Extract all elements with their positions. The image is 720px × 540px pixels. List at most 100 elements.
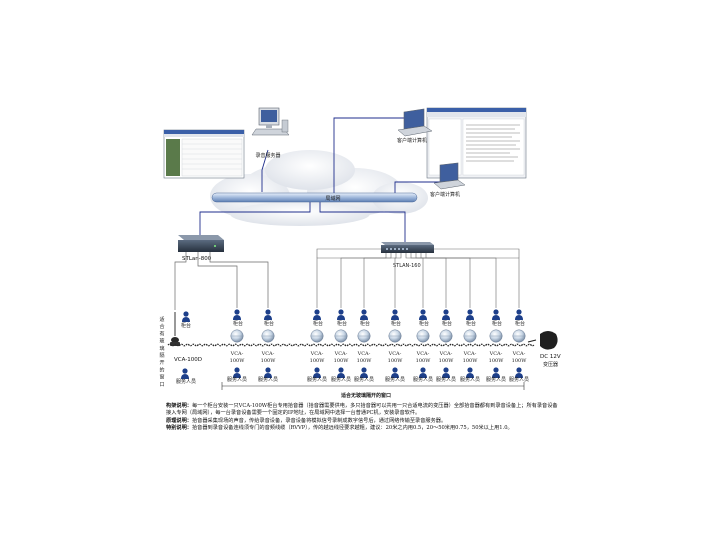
vca100w-label: VCA-: [357, 351, 371, 357]
cabinet-label: 柜台: [391, 320, 401, 327]
recorder-box-icon: [178, 235, 224, 252]
cabinet-label: 柜台: [515, 320, 525, 327]
principle-title: 原理说明：: [166, 417, 192, 424]
staff-label: 服务人员: [486, 376, 506, 383]
staff-label: 服务人员: [354, 376, 374, 383]
dome-pickup-icon: [416, 329, 430, 343]
vca100w-label: VCA-: [439, 351, 453, 357]
person-icon: [492, 367, 500, 378]
person-icon: [337, 309, 345, 320]
window-label-char: 适: [159, 316, 164, 323]
staff-label: 服务人员: [385, 376, 405, 383]
person-icon: [419, 309, 427, 320]
vca100w-label: VCA-: [261, 351, 275, 357]
dome-pickup-icon: [334, 329, 348, 343]
vca100w-label: VCA-: [512, 351, 526, 357]
server-screenshot: [163, 129, 245, 179]
cabinet-label: 柜台: [264, 320, 274, 327]
person-icon: [182, 311, 190, 322]
vca100w-model: 100W: [230, 358, 246, 364]
vca100w-model: 100W: [357, 358, 373, 364]
microphone-icon: [170, 312, 180, 346]
window-label-char: 的: [159, 366, 164, 373]
cabinet-label: 柜台: [233, 320, 243, 327]
person-icon: [264, 367, 272, 378]
server-label: 录音服务器: [255, 152, 280, 159]
person-icon: [515, 309, 523, 320]
vca100w-label: VCA-: [463, 351, 477, 357]
window-label-char: 窗: [159, 374, 164, 381]
staff-label: 服务人员: [307, 376, 327, 383]
staff-label: 服务人员: [413, 376, 433, 383]
dome-pickup-icon: [489, 329, 503, 343]
window-label-char: 隔: [159, 352, 164, 359]
cloud-icon: [210, 150, 428, 226]
person-icon: [391, 367, 399, 378]
dome-pickup-icon: [357, 329, 371, 343]
staff-label: 服务人员: [258, 376, 278, 383]
person-icon: [337, 367, 345, 378]
dome-pickup-icon: [261, 329, 275, 343]
laptop-icon: [397, 108, 433, 137]
dome-pickup-icon: [310, 329, 324, 343]
client1-label: 客户端计算机: [397, 137, 427, 144]
client2-label: 客户端计算机: [430, 191, 460, 198]
staff-label: 服务人员: [331, 376, 351, 383]
vca100w-model: 100W: [388, 358, 404, 364]
cabinet-label: 柜台: [492, 320, 502, 327]
window-label-char: 合: [159, 323, 164, 330]
person-icon: [313, 309, 321, 320]
staff-label: 服务人员: [227, 376, 247, 383]
person-icon: [233, 367, 241, 378]
architecture-text: 每一个柜台安装一只VCA-100W柜台专用拾音器（拾音器需要供电，多只拾音器可以…: [166, 403, 558, 417]
vca100w-model: 100W: [416, 358, 432, 364]
special-text: 拾音器到录音设备连线须专门的音频线缆（RVVP），传的越远线径要求越粗，建议：2…: [191, 425, 513, 432]
special-paragraph: 特别说明：拾音器到录音设备连线须专门的音频线缆（RVVP），传的越远线径要求越粗…: [166, 425, 558, 432]
no-glass-bracket: [221, 382, 525, 390]
staff-label: 服务人员: [509, 376, 529, 383]
vca100d-label: VCA-100D: [174, 357, 202, 363]
vca100w-model: 100W: [489, 358, 505, 364]
client-computer-1: 客户端计算机: [397, 108, 433, 144]
staff-label: 服务人员: [176, 378, 196, 385]
dome-pickup-icon: [512, 329, 526, 343]
staff-label: 服务人员: [460, 376, 480, 383]
vca100w-label: VCA-: [310, 351, 324, 357]
person-icon: [391, 309, 399, 320]
transformer-label: 变压器: [543, 361, 558, 368]
cabinet-label: 柜台: [419, 320, 429, 327]
cabinet-label: 柜台: [337, 320, 347, 327]
dome-pickup-icon: [439, 329, 453, 343]
vca100w-label: VCA-: [489, 351, 503, 357]
vca100w-label: VCA-: [230, 351, 244, 357]
principle-paragraph: 原理说明：拾音器采集现场的声音，传给录音设备，录音设备将模拟信号录制成数字信号后…: [166, 418, 558, 425]
counter-unit: 柜台 VCA-100W 服务人员: [486, 309, 506, 383]
person-icon: [181, 368, 189, 379]
stlan160-label: STLAN-160: [393, 263, 421, 269]
stlan160-device: STLAN-160: [381, 242, 434, 269]
person-icon: [442, 309, 450, 320]
person-icon: [466, 367, 474, 378]
person-icon: [313, 367, 321, 378]
window-label-char: 口: [159, 382, 164, 388]
cabinet-label: 柜台: [360, 320, 370, 327]
counter-unit: 柜台 VCA-100W 服务人员: [354, 309, 374, 383]
window-label-char: 开: [159, 360, 164, 366]
lan-bar: 局域网: [211, 192, 418, 203]
vca100w-label: VCA-: [416, 351, 430, 357]
counter-unit: 柜台 VCA-100W 服务人员: [413, 309, 433, 383]
no-glass-window-label: 适合无玻璃隔开的窗口: [341, 392, 391, 399]
person-icon: [233, 309, 241, 320]
client-computer-2: 客户端计算机: [430, 162, 466, 198]
dc12v-label: DC 12V: [540, 354, 561, 360]
staff-label: 服务人员: [436, 376, 456, 383]
window-label-char: 玻: [159, 338, 164, 345]
dome-pickup-icon: [463, 329, 477, 343]
vca100w-label: VCA-: [334, 351, 348, 357]
